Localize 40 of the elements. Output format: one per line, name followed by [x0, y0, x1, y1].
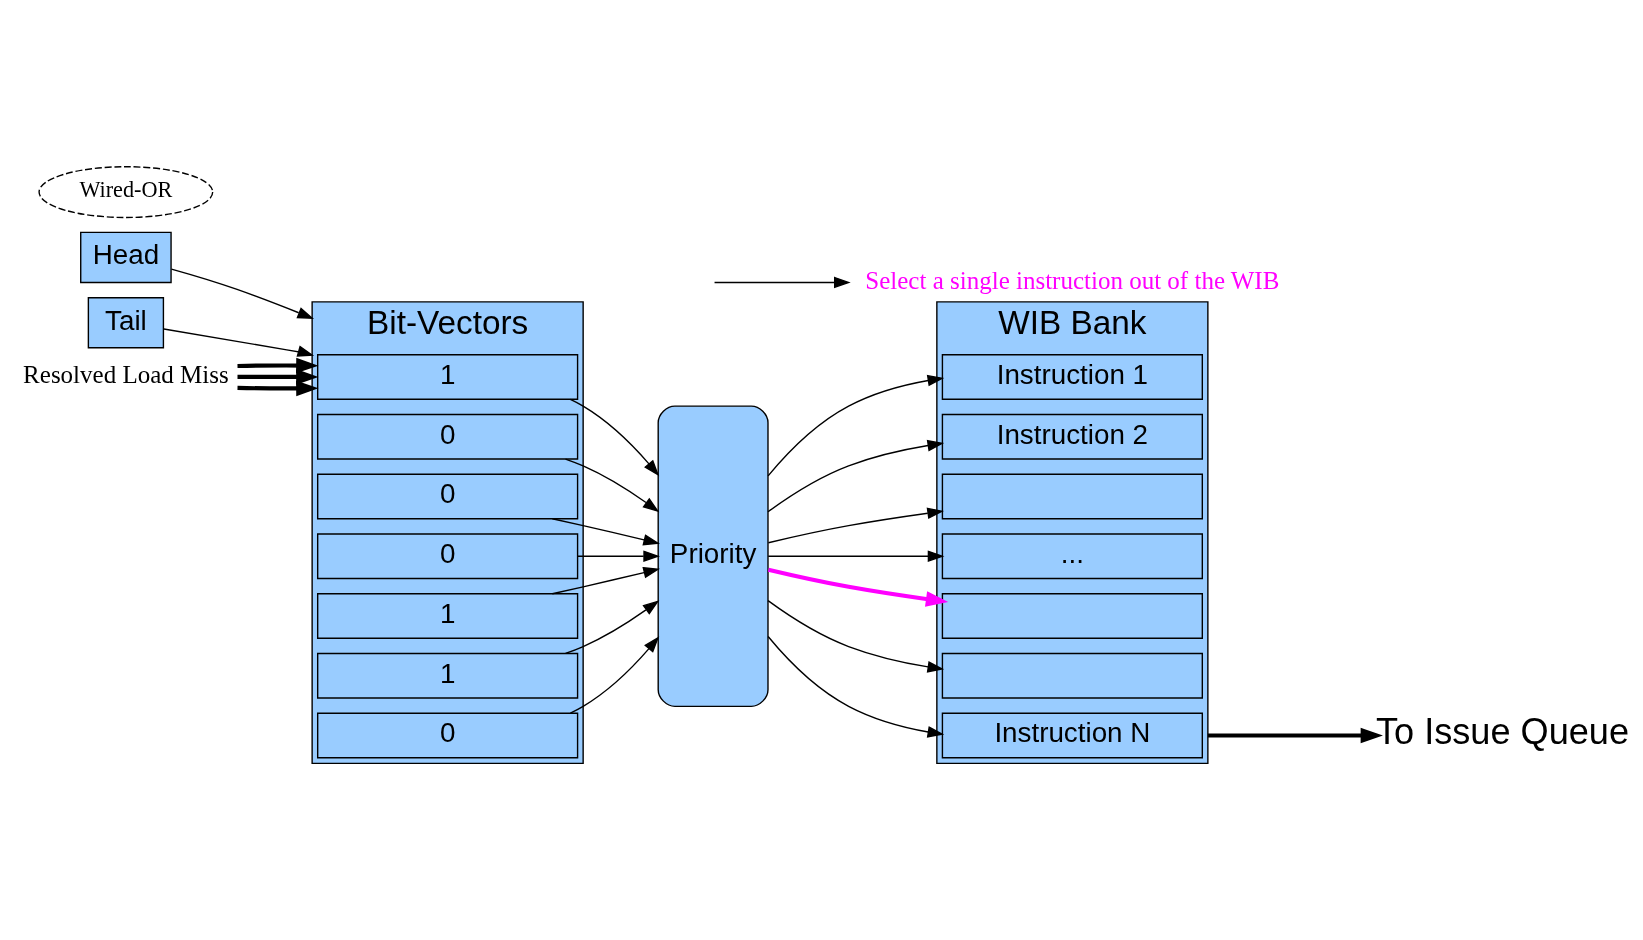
- arrow: [767, 374, 945, 477]
- node-text: Resolved Load Miss: [23, 360, 229, 388]
- arrow: [569, 635, 660, 714]
- arrow: [569, 398, 660, 476]
- arrow: [237, 357, 319, 373]
- node-box: Head: [80, 231, 172, 283]
- arrow: [767, 507, 944, 543]
- arrow: [564, 457, 660, 512]
- arrow: [564, 599, 660, 654]
- arrow: [767, 439, 945, 512]
- node-box: 1: [317, 652, 579, 699]
- node-text: Select a single instruction out of the WIB: [865, 266, 1280, 294]
- node-box: 1: [317, 592, 579, 639]
- arrow: [170, 267, 315, 319]
- arrow: [237, 380, 319, 396]
- node-box: [941, 592, 1203, 639]
- arrow: [1207, 727, 1383, 743]
- node-box: [941, 652, 1203, 699]
- node-ellipse: Wired-OR: [38, 165, 214, 218]
- node-box: Instruction N: [941, 712, 1203, 758]
- arrow: [767, 549, 945, 562]
- node-box: Instruction 1: [941, 353, 1203, 400]
- arrow: [237, 368, 319, 385]
- node-box: 0: [317, 473, 579, 519]
- arrow: [767, 599, 945, 673]
- node-box: Tail: [87, 296, 165, 348]
- arrow: [163, 327, 315, 357]
- node-box: Priority: [657, 404, 769, 707]
- node-box: 0: [317, 532, 579, 579]
- node-text: To Issue Queue: [1375, 710, 1630, 752]
- node-box: 1: [317, 353, 579, 400]
- arrow: [713, 276, 851, 288]
- node-box: Instruction 2: [941, 413, 1203, 460]
- node-box: 0: [317, 413, 579, 460]
- arrow: [767, 635, 945, 738]
- node-box: ...: [941, 532, 1203, 579]
- arrow: [576, 549, 660, 562]
- arrow: [767, 567, 949, 607]
- node-box: 0: [317, 712, 579, 758]
- node-box: [941, 473, 1203, 519]
